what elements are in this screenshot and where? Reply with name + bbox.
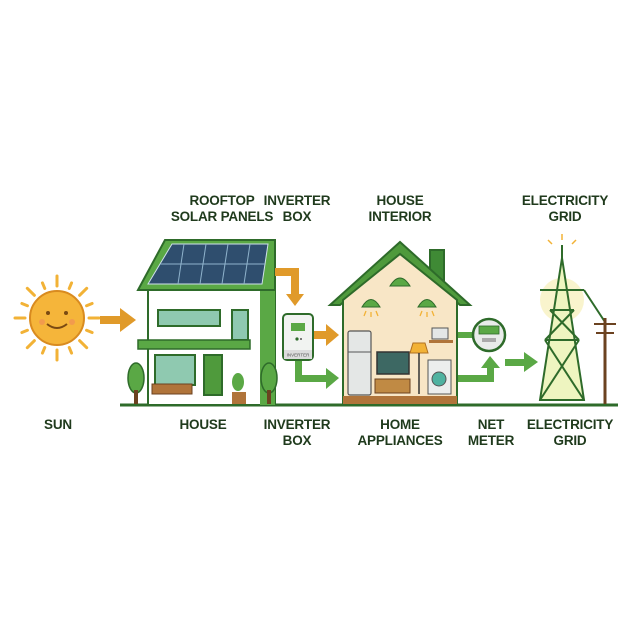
house-icon	[127, 239, 278, 406]
sun-icon	[13, 274, 101, 362]
inverter-to-interior-arrow	[313, 324, 339, 346]
label-house: HOUSE	[179, 417, 227, 432]
label-home-appliances: HOME APPLIANCES	[357, 417, 443, 448]
inverter-plate-text: INVERTER	[287, 353, 310, 358]
sun-ray	[85, 328, 94, 335]
net-meter-icon	[471, 317, 507, 353]
sun-ray	[85, 301, 94, 308]
label-rooftop-solar-panels: ROOFTOP SOLAR PANELS	[170, 193, 274, 224]
sun-ray	[40, 281, 47, 290]
label-house-interior: HOUSE INTERIOR	[368, 193, 432, 224]
inverter-box-icon: INVERTER	[282, 313, 314, 361]
sun-ray	[20, 328, 29, 335]
label-inverter-box-bottom: INVERTER BOX	[263, 417, 331, 448]
sun-ray	[78, 339, 89, 350]
panels-to-inverter-arrow	[275, 268, 304, 306]
tower-glow-icon	[547, 234, 577, 245]
meter-to-grid-arrow	[505, 352, 538, 372]
sun-ray	[20, 301, 29, 308]
sun-ray	[40, 346, 47, 355]
sun-ray	[67, 281, 74, 290]
sun-ray	[78, 286, 89, 297]
house-interior-icon	[327, 240, 473, 404]
label-net-meter: NET METER	[467, 417, 515, 448]
label-sun: SUN	[44, 417, 72, 432]
label-inverter-box-top: INVERTER BOX	[263, 193, 331, 224]
sun-ray	[67, 346, 74, 355]
sun-ray	[25, 286, 36, 297]
sun-to-panels-arrow	[100, 308, 136, 332]
interior-to-meter-arrow	[458, 332, 500, 382]
label-electricity-grid-bottom: ELECTRICITY GRID	[526, 417, 614, 448]
label-electricity-grid-top: ELECTRICITY GRID	[521, 193, 609, 224]
inverter-to-appliances-arrow	[295, 360, 339, 389]
sun-ray	[25, 339, 36, 350]
electricity-tower-icon	[538, 245, 616, 404]
